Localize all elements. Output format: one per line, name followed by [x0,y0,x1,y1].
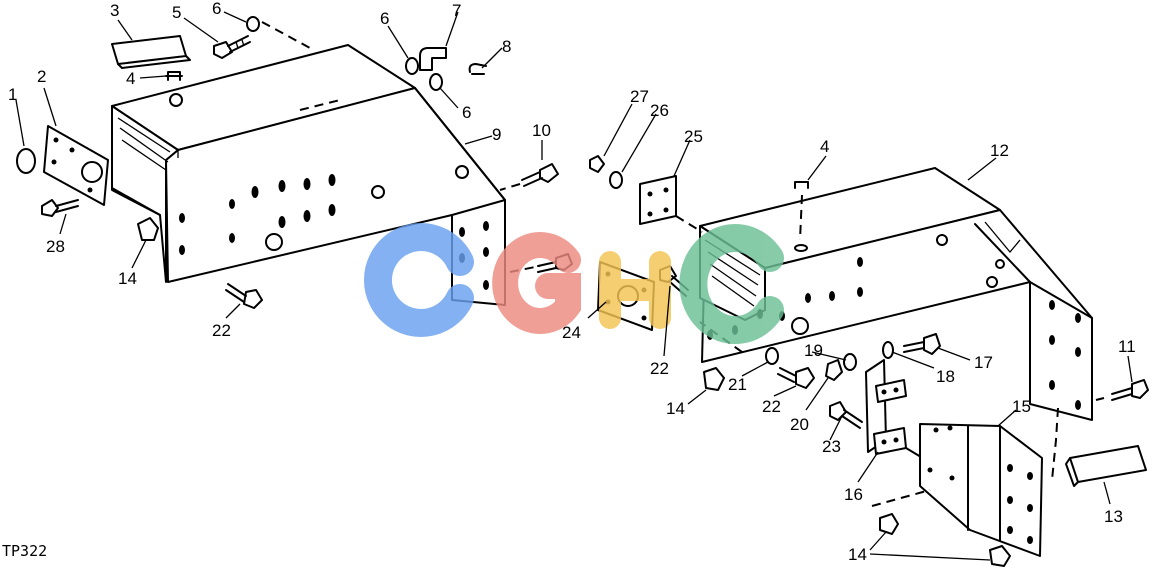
washer-part-18 [882,341,894,359]
bolt-part-5 [213,35,251,59]
watermark-letter-c-left [364,223,474,337]
bolt-part-22-lower [777,367,815,389]
nut-part-14-low2 [989,545,1011,567]
o-ring-part-1 [16,148,36,174]
callout-14-mid: 14 [666,399,685,418]
callout-17: 17 [974,353,993,372]
washer-part-6-top [246,16,260,32]
callout-22-left: 22 [212,321,231,340]
bracket-part-16 [865,359,937,467]
callout-6a: 6 [212,0,221,18]
bracket-part-15 [871,423,1043,557]
callout-21: 21 [728,375,747,394]
callout-labels: 1 2 3 4 5 6 6 7 8 6 9 10 27 26 25 4 12 2… [8,0,1136,564]
bolt-part-10 [499,163,559,191]
callout-leaders [15,11,1133,561]
callout-25: 25 [684,127,703,146]
callout-20: 20 [790,415,809,434]
washer-part-6-low [429,73,443,91]
callout-6c: 6 [462,103,471,122]
washer-part-6-mid [405,57,419,75]
callout-28: 28 [46,237,65,256]
callout-13: 13 [1104,507,1123,526]
clip-nut-part-4 [165,71,183,81]
callout-12: 12 [990,141,1009,160]
callout-3: 3 [110,1,119,20]
callout-10: 10 [532,121,551,140]
callout-24: 24 [562,323,581,342]
pad-part-13 [1065,445,1147,487]
elbow-fitting-part-7 [419,47,447,71]
washer-part-21 [765,347,779,365]
left-housing [111,44,506,306]
strap-part-3 [111,35,191,69]
callout-16: 16 [844,485,863,504]
callout-4: 4 [126,69,135,88]
callout-5: 5 [172,3,181,22]
callout-1: 1 [8,85,17,104]
callout-7: 7 [452,1,461,20]
callout-22-mid: 22 [650,359,669,378]
bolt-part-11 [1111,379,1149,401]
callout-6b: 6 [380,9,389,28]
nut-part-14-left [137,217,159,241]
callout-19: 19 [804,341,823,360]
callout-27: 27 [630,87,649,106]
bolt-part-22-left [225,283,263,309]
callout-22-lower: 22 [762,397,781,416]
callout-26: 26 [650,101,669,120]
bracket-part-25 [639,175,703,233]
nut-part-27 [589,155,605,173]
nut-part-14-mid [703,367,725,391]
clip-part-8 [468,63,487,75]
watermark-letter-c-right [679,224,784,344]
callout-23: 23 [822,437,841,456]
clip-nut-part-4-right [794,181,809,252]
figure-code: TP322 [2,542,47,560]
callout-9: 9 [492,125,501,144]
watermark-logo [364,223,784,344]
watermark-letter-h [599,251,671,329]
callout-8: 8 [502,37,511,56]
callout-2: 2 [37,67,46,86]
watermark-letter-g [492,232,581,334]
cover-plate-part-2 [43,125,109,206]
callout-14-low: 14 [848,545,867,564]
bolt-part-23 [829,401,863,429]
bolt-part-28 [41,199,79,217]
left-housing-holes [169,93,489,290]
callout-4-right: 4 [820,137,829,156]
nut-part-14-low [879,513,899,535]
callout-18: 18 [936,367,955,386]
washer-part-19 [843,353,857,371]
right-housing-holes [707,234,1081,410]
bolt-part-17 [903,333,941,355]
callout-15: 15 [1012,397,1031,416]
washer-part-26 [609,171,623,189]
callout-11: 11 [1118,337,1136,356]
nut-part-20 [825,359,843,381]
callout-14-left: 14 [118,269,137,288]
